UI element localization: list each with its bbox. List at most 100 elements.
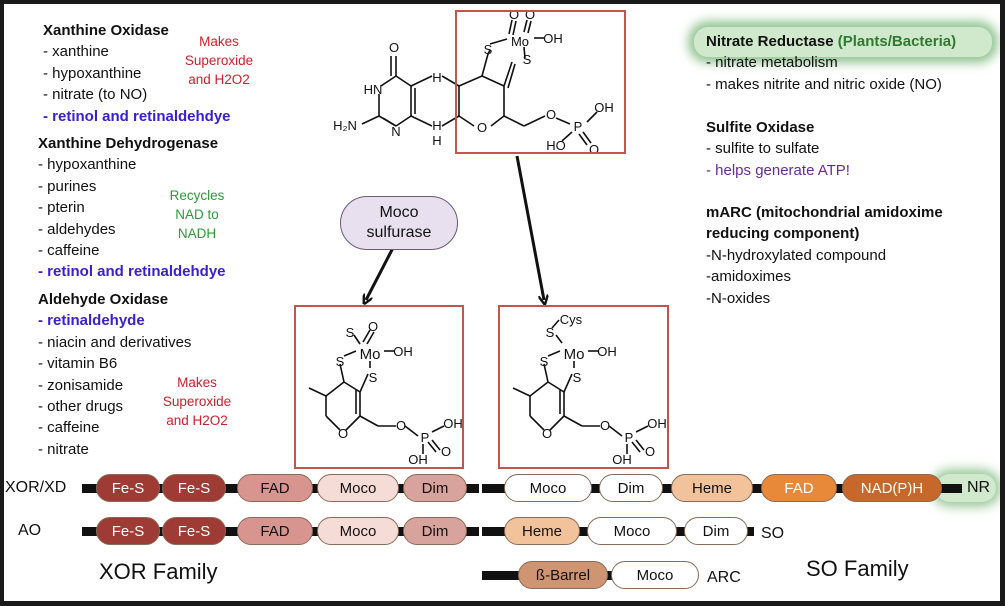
xanthine-oxidase-block: Xanthine Oxidase - xanthine - hypoxanthi… [43,20,231,127]
atom-label: O [525,7,535,22]
atom-label: OH [597,344,617,359]
nr-title: Nitrate Reductase [706,33,834,50]
atom-label: HN [364,82,383,97]
atom-label: O [338,426,348,441]
xo-note-line: Superoxide [184,53,254,68]
xor-domain-moco: Moco [317,474,399,502]
ao-row-label: AO [18,522,42,539]
xdh-title: Xanthine Dehydrogenase [38,135,219,152]
atom-label: S [484,42,493,57]
xo-note: Makes Superoxide and H2O2 [176,32,262,89]
atom-label: OH [612,452,632,467]
so-domain-dim: Dim [684,517,748,545]
atom-label: OH [443,416,463,431]
xanthine-dehydrogenase-block: Xanthine Dehydrogenase - hypoxanthine - … [38,133,226,283]
nr-item: - makes nitrite and nitric oxide (NO) [706,75,942,93]
xo-item: - hypoxanthine [43,64,142,82]
ao-note-line: Makes [177,375,217,390]
atom-label: P [574,119,583,134]
so-domain-heme: Heme [504,517,580,545]
xdh-item: - purines [38,177,97,195]
marc-item: -amidoximes [706,268,792,286]
xor-moco-box [294,305,464,469]
atom-label: OH [594,100,614,115]
atom-label: Cys [560,312,583,327]
marc-title: mARC (mitochondrial amidoxime [706,204,943,221]
ao-item: - other drugs [38,397,124,415]
nr-domain-fad: FAD [761,474,837,502]
atom-label: O [645,444,655,459]
atom-label: P [421,430,430,445]
xdh-item: - pterin [38,199,85,217]
atom-label: Mo [564,346,585,363]
atom-label: O [477,120,487,135]
atom-label: OH [543,31,563,46]
nr-title-suffix: (Plants/Bacteria) [837,33,957,50]
atom-label: O [589,142,599,157]
marc-item: -N-oxides [706,289,771,307]
xdh-note-line: NADH [177,226,217,241]
atom-label: S [540,354,549,369]
atom-label: N [391,124,400,139]
xo-title: Xanthine Oxidase [43,22,169,39]
arrow-to-left-moco [366,243,397,300]
atom-label: S [573,370,582,385]
ao-item: - nitrate [38,440,89,458]
xor-domain-fes: Fe-S [162,474,226,502]
moco-sulfurase-line: Moco [379,204,419,221]
so-moco-box [498,305,669,469]
arrow-to-right-moco [515,155,544,300]
moco-sulfurase-enzyme: Moco sulfurase [340,196,458,250]
moco-structure-right-labels: Cys S S S Mo OH O O P OH O OH [540,312,667,467]
ao-domain-fes: Fe-S [96,517,160,545]
ao-item: - vitamin B6 [38,355,118,373]
marc-block: mARC (mitochondrial amidoxime reducing c… [706,202,943,309]
atom-label: H [432,118,441,133]
xor-domain-dim: Dim [403,474,467,502]
so-row-label: SO [761,525,785,542]
atom-label: S [336,354,345,369]
atom-label: HO [546,138,566,153]
atom-label: O [600,418,610,433]
atom-label: OH [408,452,428,467]
molybdopterin-top-labels: O HN N H H H H₂N S S Mo O O OH O O P OH … [333,7,614,157]
diagram-canvas: Xanthine Oxidase - xanthine - hypoxanthi… [4,4,1000,601]
atom-label: O [509,7,519,22]
xdh-note-line: Recycles [169,188,225,203]
ao-domain-dim: Dim [403,517,467,545]
atom-label: O [368,319,378,334]
xor-family-label: XOR Family [99,559,218,584]
atom-label: S [546,325,555,340]
molybdenum-site-box [455,10,626,154]
moco-structure-right [512,319,649,454]
ao-note-line: and H2O2 [166,413,228,428]
ao-domain-moco: Moco [317,517,399,545]
xdh-item: - caffeine [38,241,100,259]
nr-title-line: Nitrate Reductase (Plants/Bacteria) [706,31,956,52]
atom-label: Mo [511,34,529,49]
moco-structure-left-labels: S S S Mo O OH O O P OH O OH [336,319,463,467]
atom-label: OH [647,416,667,431]
atom-label: S [346,325,355,340]
arc-row-label: ARC [707,569,741,586]
atom-label: S [369,370,378,385]
xdh-note-line: NAD to [175,207,219,222]
atom-label: P [625,430,634,445]
marc-item: -N-hydroxylated compound [706,246,887,264]
so-item: - sulfite to sulfate [706,140,820,158]
marc-title: reducing component) [706,225,860,243]
arc-domain-barrel: ß-Barrel [518,561,608,589]
atom-label: S [523,52,532,67]
atom-label: O [396,418,406,433]
arc-domain-moco: Moco [611,561,699,589]
ao-title: Aldehyde Oxidase [38,291,169,308]
xo-highlight: - retinol and retinaldehdye [43,107,231,125]
atom-label: O [441,444,451,459]
atom-label: O [542,426,552,441]
ao-item: - niacin and derivatives [38,333,192,351]
xor-domain-fad: FAD [237,474,313,502]
nitrate-reductase-block: Nitrate Reductase (Plants/Bacteria) - ni… [706,31,956,95]
ao-item: - zonisamide [38,376,124,394]
atom-label: Mo [360,346,381,363]
moco-sulfurase-line: sulfurase [366,224,432,241]
